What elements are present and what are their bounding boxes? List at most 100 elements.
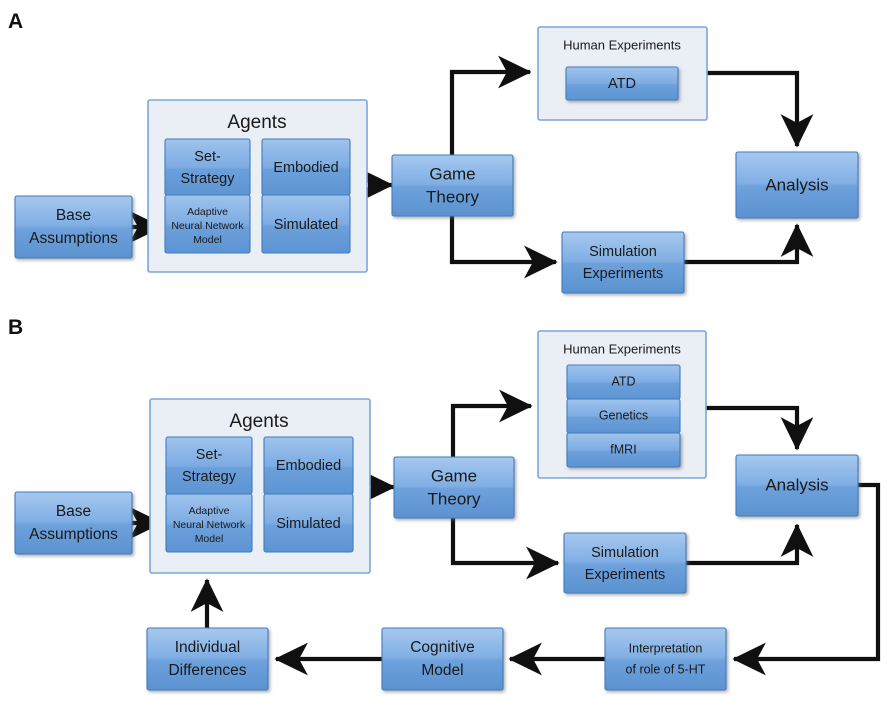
node-box xyxy=(604,627,727,691)
node-label-line1: Adaptive xyxy=(189,505,230,517)
node-label-line1: Game xyxy=(429,164,475,183)
group-title-human-experiments: Human Experiments xyxy=(563,341,681,356)
node-box xyxy=(14,195,133,259)
node-label-line1: Base xyxy=(56,503,91,520)
node-analysis-a[interactable]: Analysis xyxy=(735,151,859,219)
node-label-line1: Set- xyxy=(194,149,221,165)
edge-human-to-analysis-a xyxy=(707,70,814,148)
node-adaptive-neural-network-model-b[interactable]: Adaptive Neural Network Model xyxy=(165,493,253,553)
node-label-line2: Strategy xyxy=(182,469,237,485)
edge-simulation-to-analysis-a xyxy=(684,223,814,265)
group-title-human-experiments: Human Experiments xyxy=(563,37,681,52)
edge-game-to-simulation-b xyxy=(450,518,560,580)
node-simulation-experiments-b[interactable]: Simulation Experiments xyxy=(563,532,687,594)
node-label: Analysis xyxy=(765,175,828,194)
node-label-line2: Neural Network xyxy=(171,220,244,232)
node-label-line2: Differences xyxy=(168,662,246,679)
node-box xyxy=(164,194,251,254)
node-label-line2: Assumptions xyxy=(29,526,118,543)
panel-a-edges xyxy=(129,55,814,279)
node-label: ATD xyxy=(608,76,636,92)
node-box xyxy=(735,454,859,517)
node-box xyxy=(735,151,859,219)
node-individual-differences-b[interactable]: Individual Differences xyxy=(146,627,269,691)
node-set-strategy-b[interactable]: Set- Strategy xyxy=(165,436,253,495)
group-human-experiments-b[interactable]: Human Experiments ATD Genetics fMRI xyxy=(537,330,707,479)
node-label-line2: Strategy xyxy=(181,171,236,187)
group-agents-b[interactable]: Agents Set- Strategy Adaptive Neural Net… xyxy=(149,398,371,574)
node-base-assumptions-b[interactable]: Base Assumptions xyxy=(14,491,133,555)
node-game-theory-b[interactable]: Game Theory xyxy=(393,456,515,519)
node-box xyxy=(393,456,515,519)
group-title-agents: Agents xyxy=(227,112,286,133)
node-label-line3: Model xyxy=(195,533,224,545)
node-box xyxy=(391,154,514,217)
node-set-strategy-a[interactable]: Set- Strategy xyxy=(164,138,251,196)
node-label-line3: Model xyxy=(193,234,222,246)
node-analysis-b[interactable]: Analysis xyxy=(735,454,859,517)
node-box xyxy=(381,627,504,691)
node-genetics-b[interactable]: Genetics xyxy=(566,398,681,434)
node-embodied-a[interactable]: Embodied xyxy=(261,138,351,196)
node-label: Simulated xyxy=(274,217,338,233)
node-box xyxy=(561,231,685,294)
node-label-line1: Simulation xyxy=(589,244,657,260)
node-atd-b[interactable]: ATD xyxy=(566,364,681,400)
edge-human-to-analysis-b xyxy=(705,405,814,451)
node-label-line1: Interpretation xyxy=(629,641,703,655)
node-simulated-b[interactable]: Simulated xyxy=(263,493,354,553)
node-label-line2: of role of 5-HT xyxy=(626,662,706,676)
node-box xyxy=(563,532,687,594)
node-cognitive-model-b[interactable]: Cognitive Model xyxy=(381,627,504,691)
group-agents-a[interactable]: Agents Set- Strategy Adaptive Neural Net… xyxy=(147,99,368,273)
panel-b-edges xyxy=(129,389,881,676)
node-box xyxy=(146,627,269,691)
edge-game-to-simulation-a xyxy=(449,216,558,279)
node-fmri-b[interactable]: fMRI xyxy=(566,432,681,468)
panel-a-letter: A xyxy=(8,10,23,33)
node-label-line2: Theory xyxy=(428,489,481,508)
node-box xyxy=(565,66,679,101)
node-box xyxy=(261,194,351,254)
node-label-line2: Theory xyxy=(426,187,479,206)
node-label: ATD xyxy=(611,374,635,388)
node-label: Analysis xyxy=(765,475,828,494)
node-base-assumptions-a[interactable]: Base Assumptions xyxy=(14,195,133,259)
node-label-line2: Experiments xyxy=(583,266,664,282)
node-label: Embodied xyxy=(273,160,338,176)
node-simulated-a[interactable]: Simulated xyxy=(261,194,351,254)
node-label-line1: Base xyxy=(56,207,91,224)
node-interpretation-b[interactable]: Interpretation of role of 5-HT xyxy=(604,627,727,691)
node-label: fMRI xyxy=(610,442,636,456)
edge-game-to-human-a xyxy=(449,55,532,155)
node-label: Embodied xyxy=(276,458,341,474)
node-box xyxy=(263,493,354,553)
node-simulation-experiments-a[interactable]: Simulation Experiments xyxy=(561,231,685,294)
node-label-line1: Adaptive xyxy=(187,206,228,218)
node-label: Simulated xyxy=(276,516,340,532)
node-label-line1: Set- xyxy=(196,447,223,463)
node-adaptive-neural-network-model-a[interactable]: Adaptive Neural Network Model xyxy=(164,194,251,254)
node-box xyxy=(165,493,253,553)
group-title-agents: Agents xyxy=(229,411,288,432)
edge-simulation-to-analysis-b xyxy=(686,523,814,566)
node-box xyxy=(14,491,133,555)
node-box xyxy=(165,436,253,495)
node-label-line2: Assumptions xyxy=(29,230,118,247)
node-label-line1: Simulation xyxy=(591,545,659,561)
group-human-experiments-a[interactable]: Human Experiments ATD xyxy=(537,26,708,121)
node-atd-a[interactable]: ATD xyxy=(565,66,679,101)
node-label-line1: Individual xyxy=(175,639,241,656)
edge-game-to-human-b xyxy=(450,389,533,457)
node-label-line2: Neural Network xyxy=(173,519,246,531)
node-game-theory-a[interactable]: Game Theory xyxy=(391,154,514,217)
node-label-line2: Model xyxy=(421,662,463,679)
node-box xyxy=(566,432,681,468)
node-label: Genetics xyxy=(599,408,648,422)
node-embodied-b[interactable]: Embodied xyxy=(263,436,354,495)
edge-analysis-to-interpretation-b xyxy=(732,482,881,676)
node-label-line1: Game xyxy=(431,466,477,485)
